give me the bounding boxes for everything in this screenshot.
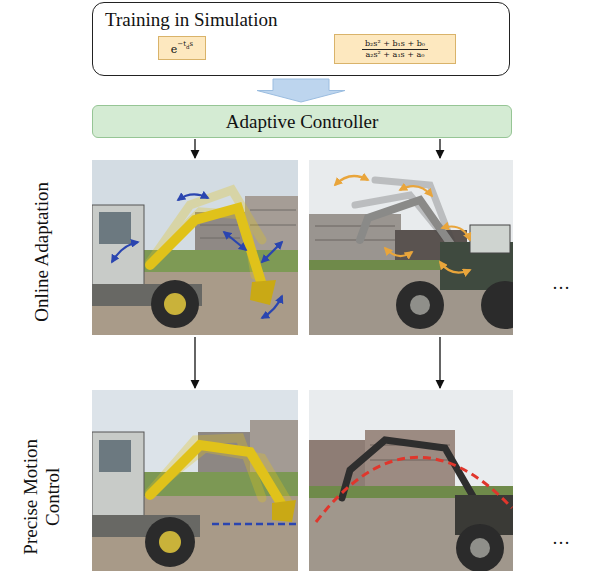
formula-part: d bbox=[186, 41, 190, 53]
flow-arrow-part bbox=[194, 337, 195, 388]
photo-excavator-part bbox=[99, 212, 131, 244]
photo-excavator-part-part bbox=[262, 296, 282, 318]
photo-excavator-part bbox=[272, 500, 296, 522]
ellipsis: … bbox=[544, 528, 578, 549]
delay-block: e−tds bbox=[158, 36, 206, 60]
denominator: a₂s² + a₁s + a₀ bbox=[363, 50, 428, 60]
flow-arrow-part bbox=[194, 139, 195, 158]
photo-excavator-part bbox=[92, 390, 298, 571]
photo-crane bbox=[309, 160, 513, 335]
box-title: Training in Simulation bbox=[105, 8, 497, 32]
photo-crane-part-part bbox=[315, 240, 395, 241]
photo-crane-part bbox=[456, 524, 504, 571]
flow-arrow-part bbox=[439, 139, 440, 158]
controller-box: Adaptive Controller bbox=[92, 105, 512, 138]
photo-excavator-part bbox=[112, 194, 282, 318]
photo-crane-part-part bbox=[442, 227, 470, 241]
transfer-function-block: b₂s² + b₁s + b₀a₂s² + a₁s + a₀ bbox=[334, 34, 456, 64]
formula-part: −t bbox=[177, 38, 186, 50]
photo-crane-part-part bbox=[440, 262, 470, 273]
block-arrow bbox=[257, 79, 345, 102]
photo-excavator-part bbox=[159, 531, 181, 553]
photo-excavator-part bbox=[99, 440, 131, 472]
row-label: Online Adaptation bbox=[31, 152, 53, 352]
photo-crane-part bbox=[481, 281, 513, 329]
row-label: Precise Motion Control bbox=[20, 422, 64, 571]
photo-excavator-part-part bbox=[200, 225, 240, 226]
formula-part: s bbox=[190, 38, 194, 50]
photo-excavator-part-part bbox=[224, 232, 246, 250]
photo-crane-part-part bbox=[385, 248, 412, 256]
photo-crane-part-part bbox=[335, 176, 368, 185]
photo-crane-part bbox=[316, 457, 512, 522]
photo-excavator-part-part bbox=[250, 210, 296, 211]
photo-excavator-part-part bbox=[200, 238, 240, 239]
photo-excavator-part bbox=[151, 280, 199, 328]
photo-excavator bbox=[92, 160, 298, 335]
formula-part: e bbox=[171, 44, 178, 56]
training-box: Training in Simulation e−tds b₂s² + b₁s + … bbox=[92, 2, 510, 76]
photo-crane-part bbox=[335, 176, 470, 273]
photo-crane-part bbox=[410, 295, 430, 315]
photo-crane bbox=[309, 390, 513, 571]
box-label: Adaptive Controller bbox=[226, 111, 379, 133]
photo-excavator-part bbox=[150, 445, 282, 505]
photo-excavator-part bbox=[212, 523, 296, 525]
photo-crane-part bbox=[315, 226, 395, 240]
photo-excavator-part-part bbox=[112, 242, 138, 262]
photo-crane-part bbox=[309, 390, 513, 571]
photo-crane-part bbox=[309, 214, 401, 260]
photo-excavator-part bbox=[164, 293, 186, 315]
photo-excavator bbox=[92, 390, 298, 571]
photo-excavator-part bbox=[145, 517, 195, 567]
photo-excavator-part bbox=[92, 160, 298, 335]
photo-excavator-part-part bbox=[178, 194, 208, 200]
photo-crane-part-part bbox=[315, 226, 395, 227]
flow-arrow-part bbox=[439, 337, 440, 388]
photo-crane-part bbox=[396, 281, 444, 329]
photo-excavator-part-part bbox=[262, 242, 282, 262]
ellipsis: … bbox=[544, 273, 578, 294]
photo-crane-part bbox=[470, 225, 510, 253]
photo-excavator-part bbox=[250, 280, 276, 305]
photo-crane-part-part bbox=[400, 186, 432, 196]
photo-crane-part bbox=[355, 180, 455, 250]
photo-excavator-part bbox=[150, 208, 262, 285]
photo-crane-part bbox=[470, 538, 490, 558]
numerator: b₂s² + b₁s + b₀ bbox=[362, 39, 428, 50]
